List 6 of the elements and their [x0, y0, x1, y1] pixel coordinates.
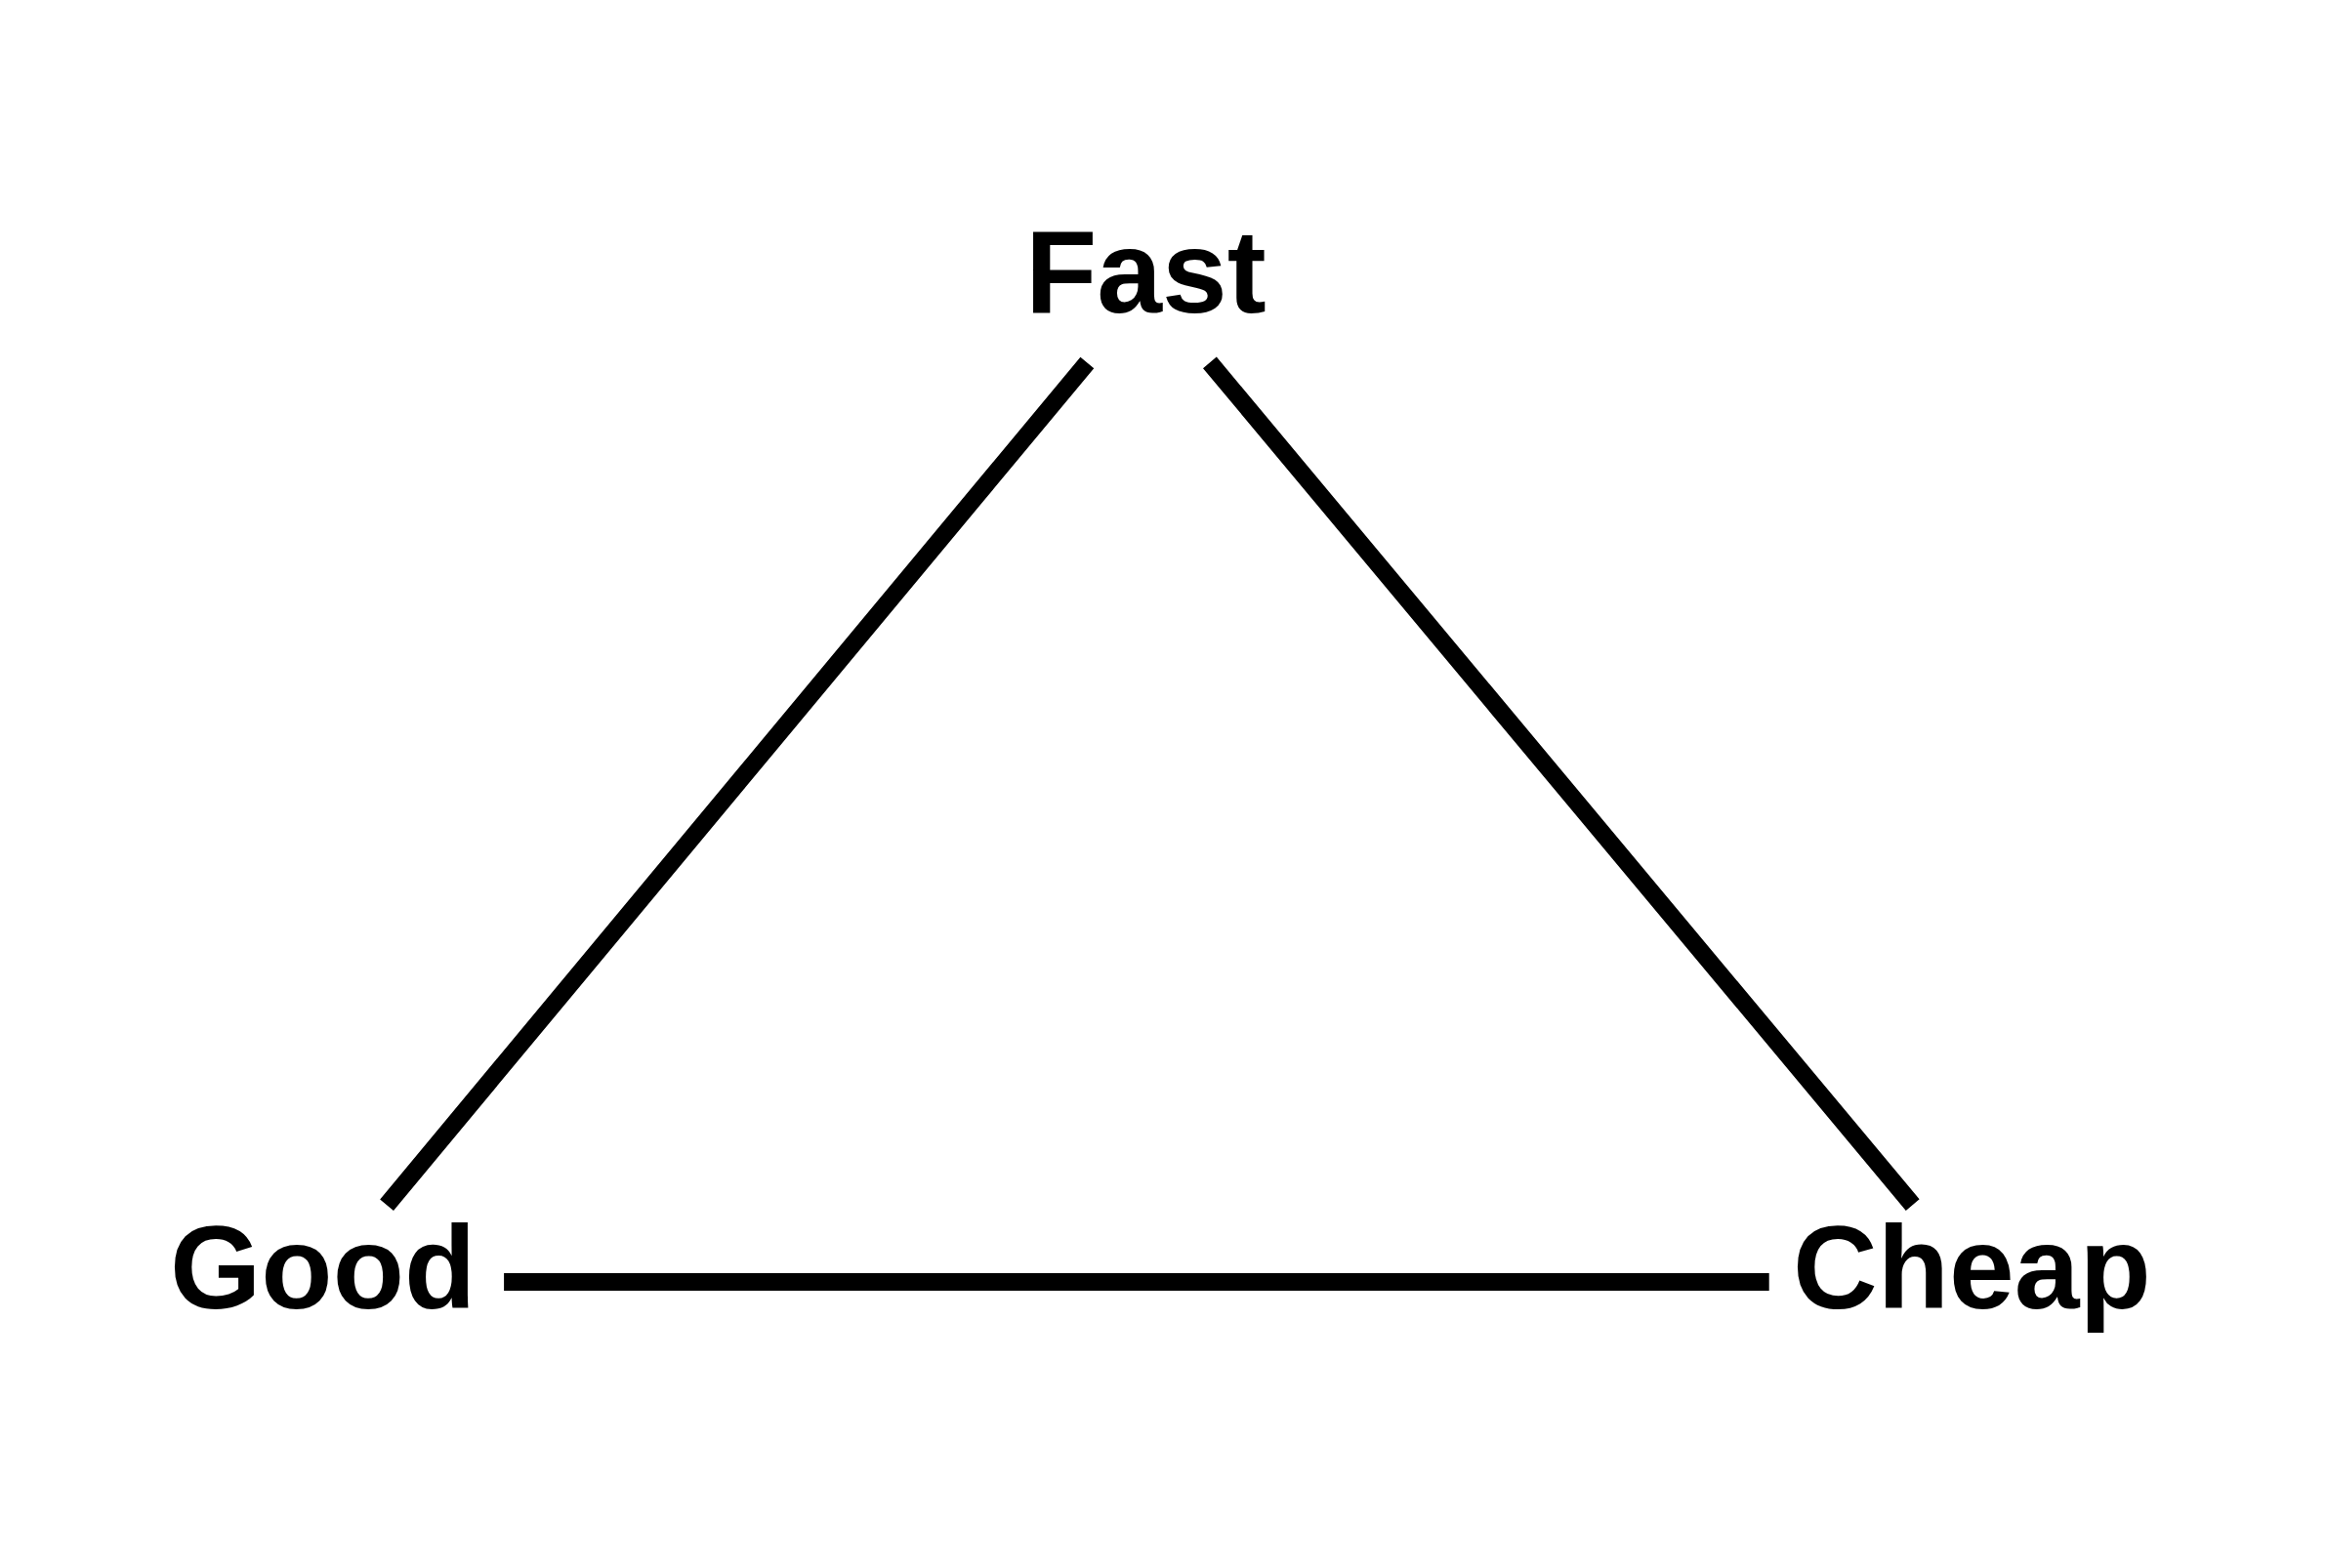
node-text: Good	[170, 1202, 477, 1333]
connector	[380, 356, 1095, 1211]
connector	[1203, 356, 1920, 1211]
node-text: Cheap	[1793, 1202, 2151, 1333]
node-text: Fast	[1025, 206, 1267, 337]
connector	[504, 1273, 1769, 1291]
